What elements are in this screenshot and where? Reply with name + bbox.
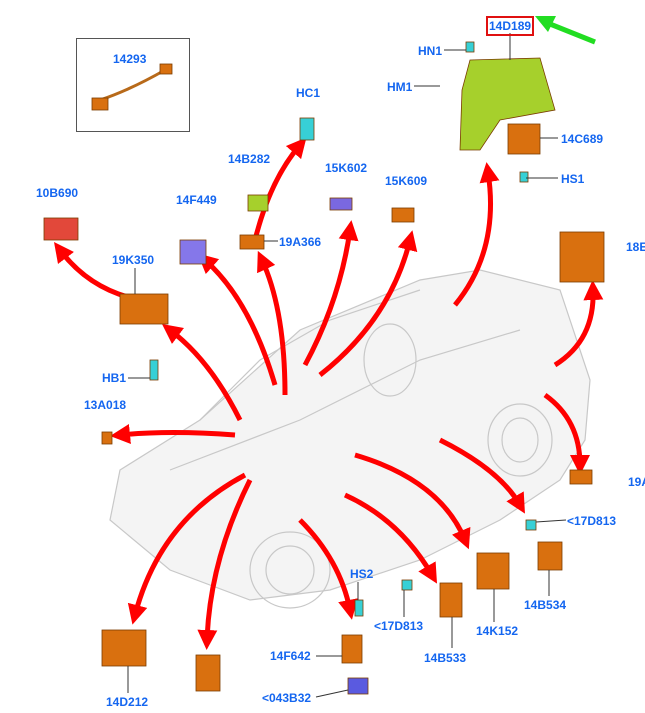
harness-inset-box xyxy=(76,38,190,132)
label-hm1[interactable]: HM1 xyxy=(387,80,413,94)
label-17d813-right[interactable]: <17D813 xyxy=(567,514,617,528)
label-13a018[interactable]: 13A018 xyxy=(84,398,127,412)
label-19a-truncated[interactable]: 19A xyxy=(628,475,645,489)
label-hn1[interactable]: HN1 xyxy=(418,44,443,58)
label-14k152[interactable]: 14K152 xyxy=(476,624,519,638)
green-pointer-arrow xyxy=(544,19,596,45)
label-14293[interactable]: 14293 xyxy=(113,52,147,66)
label-15k602[interactable]: 15K602 xyxy=(325,161,368,175)
label-043b32[interactable]: <043B32 xyxy=(262,691,312,705)
label-14d212[interactable]: 14D212 xyxy=(106,695,149,709)
label-14b534[interactable]: 14B534 xyxy=(524,598,567,612)
label-14d189-highlighted[interactable]: 14D189 xyxy=(485,16,535,36)
label-hs2[interactable]: HS2 xyxy=(350,567,374,581)
label-14b282[interactable]: 14B282 xyxy=(228,152,271,166)
label-10b690[interactable]: 10B690 xyxy=(36,186,79,200)
parts xyxy=(43,41,605,695)
vehicle-outline xyxy=(109,269,591,609)
label-18e-truncated[interactable]: 18E xyxy=(626,240,645,254)
label-19a366[interactable]: 19A366 xyxy=(279,235,322,249)
label-14b533[interactable]: 14B533 xyxy=(424,651,467,665)
label-14c689[interactable]: 14C689 xyxy=(561,132,604,146)
label-hs1[interactable]: HS1 xyxy=(561,172,585,186)
label-19k350[interactable]: 19K350 xyxy=(112,253,155,267)
label-hc1[interactable]: HC1 xyxy=(296,86,321,100)
label-17d813-left[interactable]: <17D813 xyxy=(374,619,424,633)
label-14f642[interactable]: 14F642 xyxy=(270,649,311,663)
label-15k609[interactable]: 15K609 xyxy=(385,174,428,188)
label-14f449[interactable]: 14F449 xyxy=(176,193,217,207)
label-hb1[interactable]: HB1 xyxy=(102,371,127,385)
